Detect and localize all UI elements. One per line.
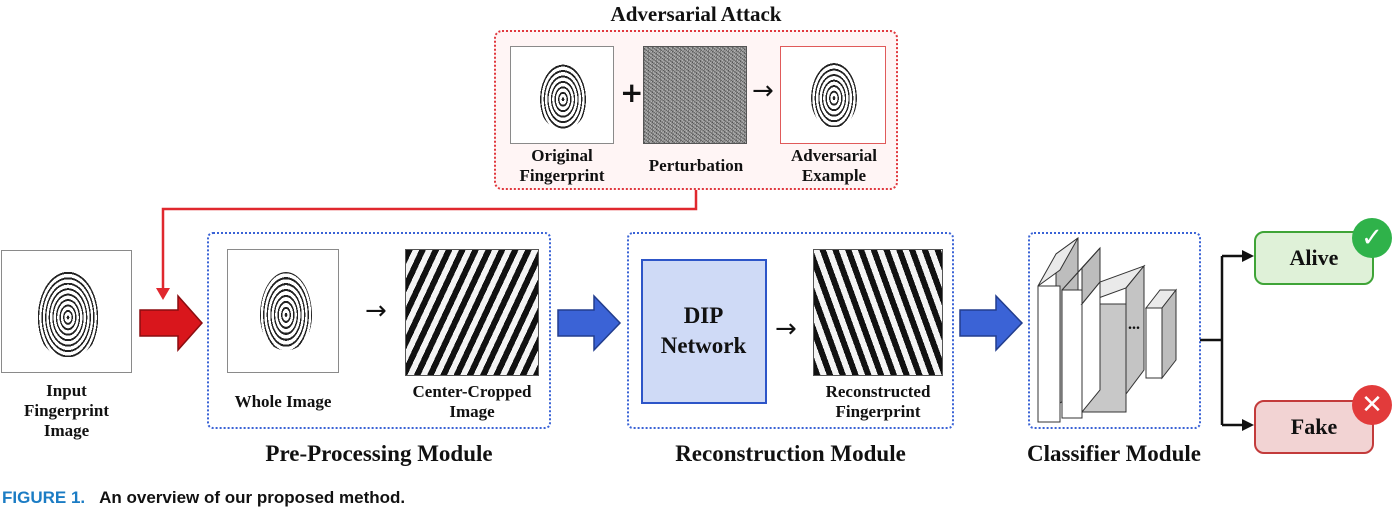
original-fingerprint-label: Original Fingerprint [519, 146, 605, 185]
whole-image-label: Whole Image [234, 392, 332, 411]
input-fingerprint-label: Input Fingerprint Image [24, 381, 109, 440]
adversarial-attack-box: + → Original Fingerprint Perturbation Ad… [494, 30, 898, 190]
whole-image [227, 249, 339, 373]
classifier-module-box: ... [1028, 232, 1201, 429]
preprocessing-module-title: Pre-Processing Module [265, 441, 493, 466]
cnn-layers-graphic [1037, 237, 1178, 423]
dip-network-block: DIP Network [641, 259, 767, 404]
classifier-ellipsis: ... [1128, 316, 1140, 333]
preprocessing-module-box: → Whole Image Center-Cropped Image [207, 232, 551, 429]
blue-block-arrow-2 [959, 294, 1024, 352]
reconstruction-module-title: Reconstruction Module [675, 441, 906, 466]
dip-network-label: DIP Network [660, 303, 747, 358]
cross-icon: ✕ [1352, 385, 1392, 425]
preprocessing-arrow-icon: → [365, 296, 387, 326]
adversarial-example-label: Adversarial Example [791, 146, 877, 185]
attack-feed-line [161, 190, 698, 290]
attack-title: Adversarial Attack [610, 2, 782, 26]
plus-sign: + [620, 76, 644, 109]
reconstruction-arrow-icon: → [775, 314, 797, 344]
center-cropped-image [405, 249, 539, 376]
fake-arrowhead [1242, 419, 1254, 431]
reconstruction-module-box: DIP Network → Reconstructed Fingerprint [627, 232, 954, 429]
input-fingerprint-image [1, 250, 132, 373]
original-fingerprint-image [510, 46, 614, 144]
reconstructed-fingerprint-label: Reconstructed Fingerprint [825, 382, 931, 421]
figure-caption-text: An overview of our proposed method. [99, 488, 406, 507]
attack-arrow-icon: → [752, 76, 774, 106]
figure-caption: FIGURE 1. An overview of our proposed met… [2, 488, 405, 508]
perturbation-label: Perturbation [648, 156, 744, 175]
check-icon: ✓ [1352, 218, 1392, 258]
alive-arrowhead [1242, 250, 1254, 262]
adversarial-example-image [780, 46, 886, 144]
center-cropped-label: Center-Cropped Image [412, 382, 532, 421]
alive-label: Alive [1289, 245, 1339, 270]
alive-output-box: Alive [1254, 231, 1374, 285]
attack-feed-arrowhead [156, 288, 170, 300]
classifier-module-title: Classifier Module [1027, 441, 1201, 466]
blue-block-arrow-1 [557, 294, 622, 352]
perturbation-image [643, 46, 747, 144]
red-block-arrow [139, 294, 204, 352]
figure-number: FIGURE 1. [2, 488, 86, 507]
reconstructed-fingerprint-image [813, 249, 943, 376]
fake-label: Fake [1290, 414, 1338, 439]
